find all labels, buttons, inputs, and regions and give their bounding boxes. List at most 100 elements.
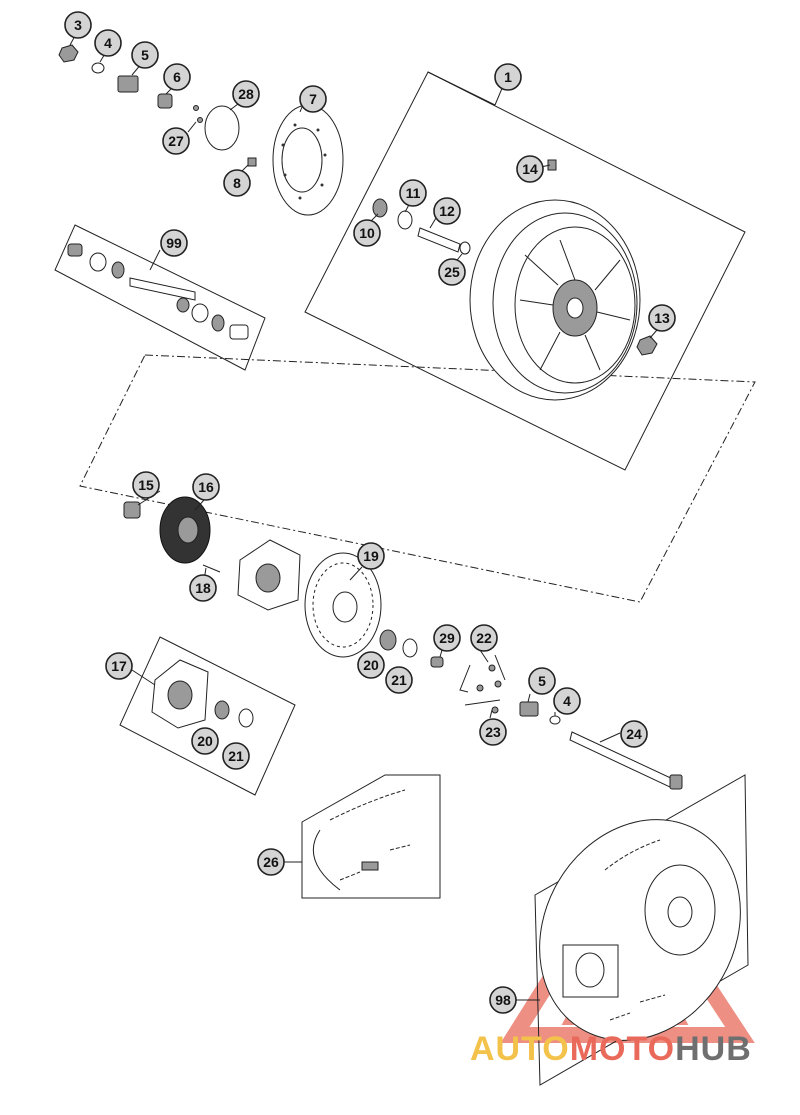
callout-22: 22 <box>470 624 498 652</box>
callout-27: 27 <box>162 127 190 155</box>
callout-21: 21 <box>385 666 413 694</box>
part-10-bearing <box>372 198 388 218</box>
callout-99: 99 <box>160 229 188 257</box>
svg-text:6: 6 <box>173 69 181 85</box>
svg-text:98: 98 <box>495 992 511 1008</box>
callout-10: 10 <box>353 219 381 247</box>
svg-text:12: 12 <box>439 203 455 219</box>
svg-text:20: 20 <box>363 657 379 673</box>
svg-text:24: 24 <box>626 726 642 742</box>
callout-29: 29 <box>433 624 461 652</box>
callout-4: 4 <box>94 29 122 57</box>
part-27-bolt-b <box>197 117 203 123</box>
callout-21-lower: 21 <box>222 742 250 770</box>
callout-23: 23 <box>479 718 507 746</box>
svg-text:13: 13 <box>654 310 670 326</box>
part-25-ring <box>459 241 471 255</box>
part-20-bearing <box>379 629 397 651</box>
callout-16: 16 <box>192 473 220 501</box>
part-22-23-brackets <box>459 654 506 714</box>
part-21-seal <box>402 638 418 658</box>
svg-text:21: 21 <box>391 672 407 688</box>
part-18-bolt <box>202 564 221 573</box>
callout-7: 7 <box>299 85 327 113</box>
part-16-damper <box>159 496 211 564</box>
part-99-kit-items <box>67 243 249 340</box>
watermark-text-hub: HUB <box>675 1030 752 1068</box>
svg-text:7: 7 <box>309 91 317 107</box>
svg-text:4: 4 <box>104 35 112 51</box>
part-19-sprocket <box>304 552 382 658</box>
part-17-hub <box>151 659 254 729</box>
callout-28: 28 <box>232 80 260 108</box>
callout-12: 12 <box>433 197 461 225</box>
svg-text:21: 21 <box>228 748 244 764</box>
part-7-brake-disc <box>272 104 344 216</box>
callout-3: 3 <box>64 11 92 39</box>
hub-carrier <box>237 539 301 611</box>
svg-text:19: 19 <box>363 548 379 564</box>
leader-lines <box>69 33 658 1001</box>
callout-98: 98 <box>489 986 517 1014</box>
callout-20-lower: 20 <box>191 727 219 755</box>
part-15-spacer <box>123 501 141 519</box>
svg-text:14: 14 <box>522 161 538 177</box>
svg-text:22: 22 <box>476 630 492 646</box>
wheel-assembly-frame <box>304 71 746 471</box>
hub-17-frame <box>119 636 296 796</box>
svg-text:3: 3 <box>74 17 82 33</box>
part-5-adjuster <box>117 75 139 93</box>
watermark-logo-text: AUTOMOTOHUB <box>470 1030 800 1075</box>
callout-18: 18 <box>189 574 217 602</box>
callout-15: 15 <box>132 471 160 499</box>
callout-17: 17 <box>105 652 133 680</box>
svg-text:5: 5 <box>538 673 546 689</box>
part-29-spacer <box>430 656 444 668</box>
callout-1: 1 <box>494 63 522 91</box>
callout-6: 6 <box>163 63 191 91</box>
part-26-chain <box>312 789 411 891</box>
svg-text:18: 18 <box>195 580 211 596</box>
callout-5-right: 5 <box>528 667 556 695</box>
hub-assembly-dashed-frame <box>79 354 756 603</box>
kit-98-frame <box>534 774 749 1086</box>
part-24-axle-head <box>669 774 683 790</box>
svg-text:15: 15 <box>138 477 154 493</box>
part-12-spacer-tube <box>417 227 461 253</box>
callout-19: 19 <box>357 542 385 570</box>
svg-text:20: 20 <box>197 733 213 749</box>
svg-text:16: 16 <box>198 479 214 495</box>
svg-text:1: 1 <box>504 69 512 85</box>
svg-text:25: 25 <box>444 264 460 280</box>
svg-text:8: 8 <box>233 175 241 191</box>
part-98-chain-kit <box>539 819 741 1041</box>
part-28-ring <box>204 105 240 151</box>
svg-text:99: 99 <box>166 235 182 251</box>
callout-26: 26 <box>257 848 285 876</box>
part-4-washer <box>91 62 105 74</box>
part-11-seal <box>397 210 413 230</box>
callout-5: 5 <box>131 41 159 69</box>
svg-text:5: 5 <box>141 47 149 63</box>
callout-14: 14 <box>516 155 544 183</box>
svg-text:11: 11 <box>406 185 421 201</box>
svg-text:17: 17 <box>111 658 127 674</box>
svg-text:27: 27 <box>168 133 184 149</box>
svg-text:29: 29 <box>439 630 455 646</box>
watermark-text-moto: MOTO <box>569 1030 676 1068</box>
callout-24: 24 <box>620 720 648 748</box>
part-1-rear-wheel <box>469 199 641 401</box>
callout-4-right: 4 <box>553 687 581 715</box>
part-6-spacer <box>157 93 173 109</box>
chain-26-frame <box>301 774 441 899</box>
watermark-text-auto: AUTO <box>470 1030 570 1068</box>
part-8-bolt <box>247 157 257 167</box>
callout-8: 8 <box>223 169 251 197</box>
svg-text:28: 28 <box>238 86 254 102</box>
part-27-bolt <box>193 105 199 111</box>
callout-20: 20 <box>357 651 385 679</box>
kit-99-frame <box>54 224 266 371</box>
part-3-nut <box>58 44 79 63</box>
part-5-adjuster-right <box>519 701 539 717</box>
